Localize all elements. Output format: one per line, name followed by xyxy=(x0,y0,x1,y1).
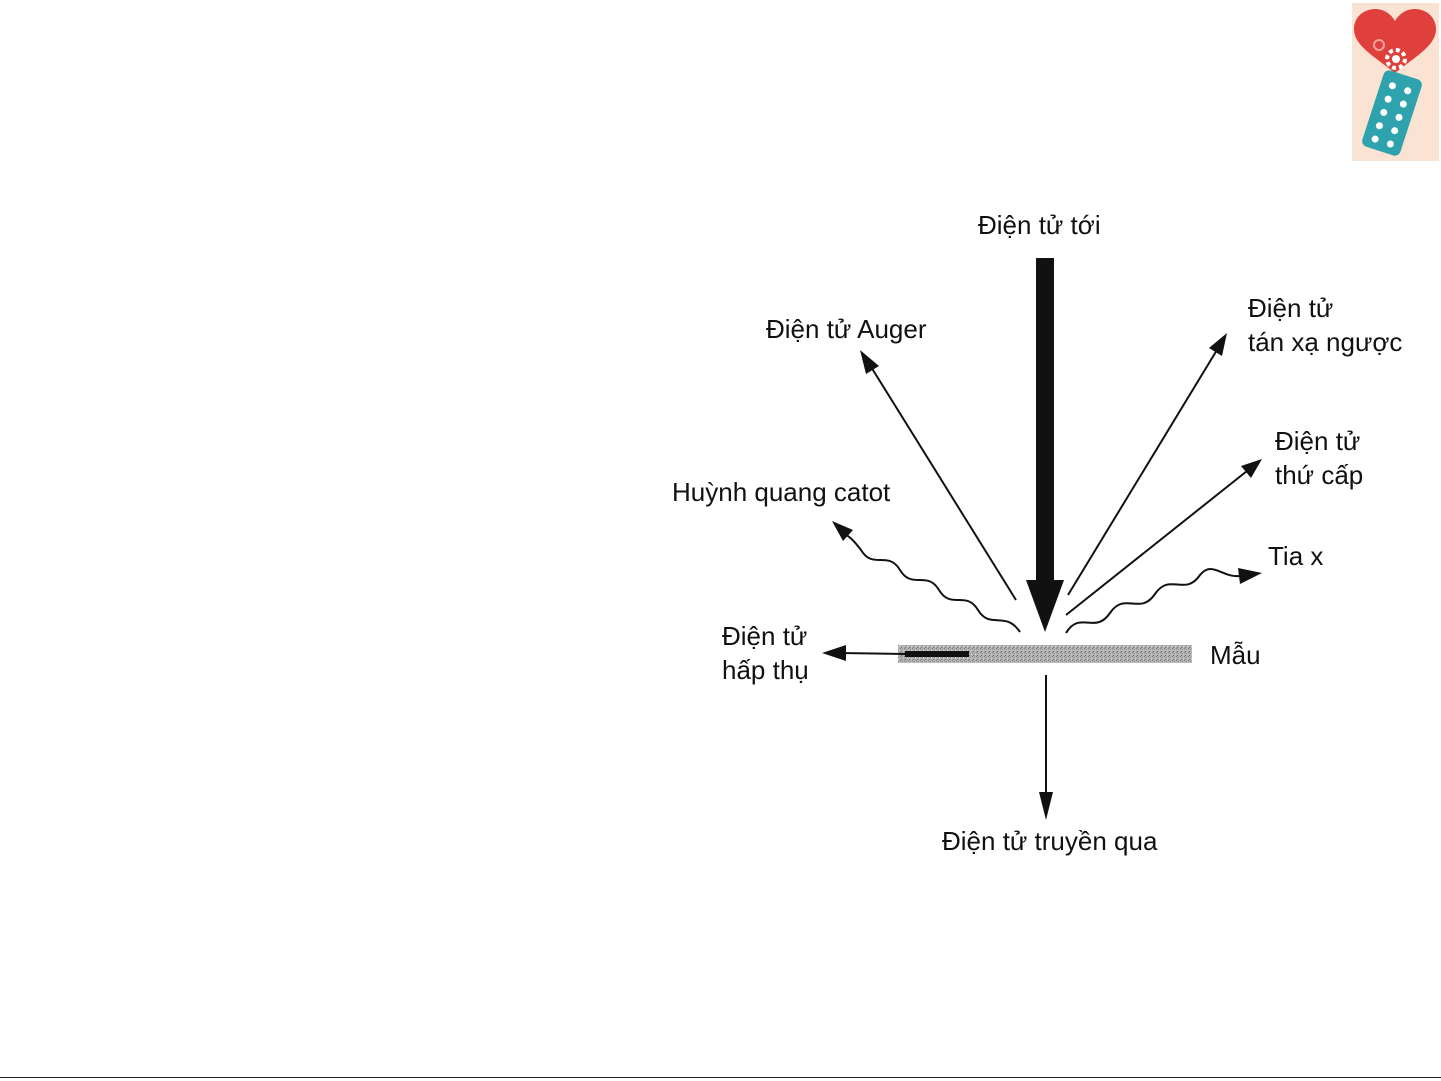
label-sample: Mẫu xyxy=(1210,638,1261,672)
xray-wave-arrow xyxy=(1066,568,1262,633)
incident-beam-arrow xyxy=(1026,258,1064,632)
label-secondary-electron-line1: Điện tử xyxy=(1275,424,1360,458)
cathodoluminescence-wave-arrow xyxy=(832,521,1020,632)
label-cathodoluminescence: Huỳnh quang catot xyxy=(672,475,890,509)
label-xray: Tia x xyxy=(1268,539,1323,573)
label-incident-electron: Điện tử tới xyxy=(978,208,1101,242)
transmitted-arrow xyxy=(1039,675,1053,820)
secondary-arrow xyxy=(1066,459,1262,615)
label-backscatter-electron-line1: Điện tử xyxy=(1248,291,1333,325)
label-absorbed-electron-line2: hấp thụ xyxy=(722,653,809,687)
label-backscatter-electron-line2: tán xạ ngược xyxy=(1248,325,1402,359)
bottom-divider xyxy=(0,1077,1441,1078)
label-secondary-electron-line2: thứ cấp xyxy=(1275,458,1363,492)
label-absorbed-electron-line1: Điện tử xyxy=(722,619,807,653)
pill-pack-icon xyxy=(1361,69,1424,157)
heart-icon xyxy=(1354,9,1436,73)
logo xyxy=(1352,3,1439,161)
backscatter-arrow xyxy=(1068,333,1227,595)
label-transmitted-electron: Điện tử truyền qua xyxy=(942,824,1157,858)
label-auger-electron: Điện tử Auger xyxy=(766,312,927,346)
